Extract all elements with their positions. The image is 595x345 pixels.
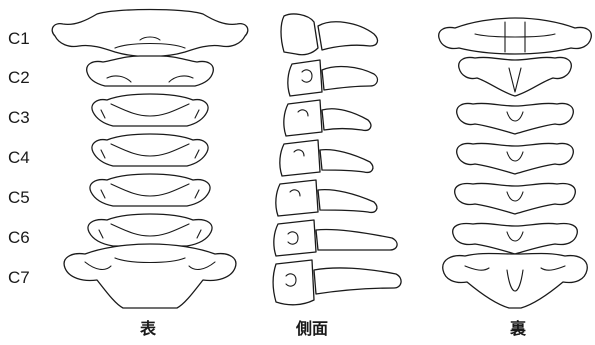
label-c7: C7 [8,268,30,288]
back-view-illustration [435,8,595,313]
caption-back: 裏 [498,318,538,340]
label-c6: C6 [8,228,30,248]
label-c2: C2 [8,68,30,88]
caption-front: 表 [128,318,168,340]
label-c1: C1 [8,29,30,49]
front-view-illustration [45,8,255,313]
caption-side: 側面 [282,318,342,340]
label-c5: C5 [8,188,30,208]
label-c4: C4 [8,148,30,168]
side-view-illustration [262,8,412,313]
label-c3: C3 [8,108,30,128]
